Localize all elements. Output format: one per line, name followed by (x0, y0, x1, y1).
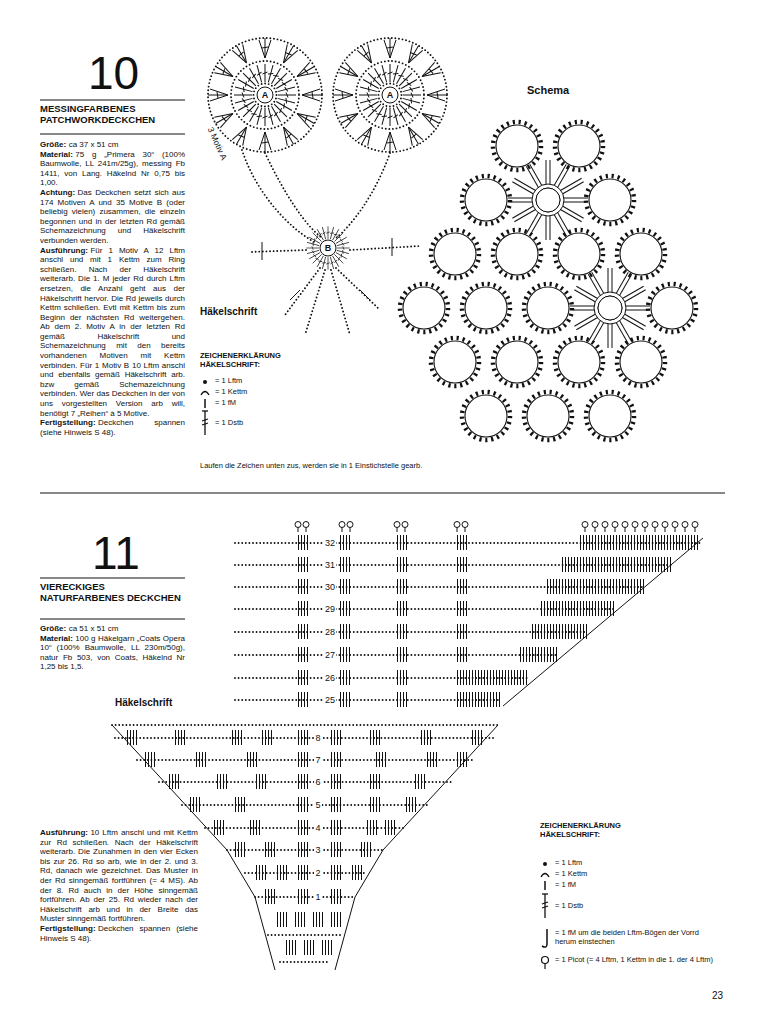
legend-symbol (540, 955, 551, 971)
legend-entry: = 1 Picot (= 4 Lftm, 1 Kettm in die 1. d… (540, 955, 721, 971)
legend-entry: = 1 fM (540, 880, 721, 891)
body-text: 10 Lftm anschl und mit Kettm zur Rd schl… (40, 828, 198, 923)
legend-text: = 1 Dstb (555, 901, 720, 910)
paragraph: Material:100 g Häkelgarn „Coats Opera 10… (40, 634, 185, 672)
paragraph: Ausführung:Für 1 Motiv A 12 Lftm anschl … (40, 246, 185, 419)
motif-note: 3 Motiv A (205, 126, 228, 162)
legend-text: = 1 Lftm (555, 858, 720, 867)
motif-letter: A (386, 90, 395, 100)
legend-symbol (540, 869, 551, 879)
run-in-heading: Fertigstellung: (40, 924, 96, 933)
paragraph: Fertigstellung:Deckchen spannen (siehe H… (40, 924, 198, 943)
text-column: Ausführung:10 Lftm anschl und mit Kettm … (40, 828, 198, 943)
pattern-number: 10 (88, 47, 139, 100)
motif-letter: A (261, 90, 270, 100)
run-in-heading: Material: (40, 634, 73, 643)
chart-heading: Häkelschrift (115, 697, 172, 709)
row-number: 29 (324, 604, 336, 614)
legend-text: = 1 fM um die beiden Lftm-Bögen der Vorr… (555, 928, 720, 946)
legend-text: = 1 fM (555, 880, 720, 889)
row-number: 4 (314, 823, 321, 833)
page-number: 23 (712, 990, 723, 1002)
body-text: Für 1 Motiv A 12 Lftm anschl und mit 1 K… (40, 246, 185, 418)
row-number: 7 (314, 755, 321, 765)
paragraph: Fertigstellung:Deckchen spannen (siehe H… (40, 418, 185, 437)
row-number: 6 (314, 777, 321, 787)
motif-letter: B (324, 243, 333, 253)
legend-symbol (540, 880, 551, 891)
legend-symbol (540, 858, 551, 868)
paragraph: Achtung:Das Deckchen setzt sich aus 174 … (40, 188, 185, 246)
legend-entry: = 1 Kettm (540, 869, 721, 879)
run-in-heading: Größe: (40, 624, 66, 633)
legend-text: = 1 Picot (= 4 Lftm, 1 Kettm in die 1. d… (555, 955, 720, 964)
legend-entry: = 1 Kettm (200, 387, 336, 397)
layout-schema (400, 122, 696, 440)
body-text: ca 51 x 51 cm (69, 624, 119, 633)
chart-heading: Häkelschrift (200, 306, 257, 318)
legend-symbol (540, 928, 551, 950)
row-number: 26 (324, 673, 336, 683)
legend-symbol (200, 387, 211, 397)
row-number: 5 (314, 800, 321, 810)
legend-heading: ZEICHENERKLÄRUNG HÄKELSCHRIFT: (200, 352, 315, 369)
paragraph: Material:75 g „Primera 30“ (100% Baumwol… (40, 150, 185, 188)
legend-symbol (200, 376, 211, 386)
legend-text: = 1 Kettm (555, 869, 720, 878)
chart-heading: Schema (527, 84, 569, 97)
motif-chart (208, 38, 447, 335)
legend-symbol (200, 398, 211, 409)
title-rules (40, 100, 725, 619)
row-number: 1 (314, 892, 321, 902)
pattern-title: MESSINGFARBENES PATCHWORKDECKCHEN (40, 104, 185, 126)
row-number: 27 (324, 650, 336, 660)
run-in-heading: Größe: (40, 140, 66, 149)
legend-entry: = 1 fM um die beiden Lftm-Bögen der Vorr… (540, 928, 721, 950)
legend-note: Laufen die Zeichen unten zus, werden sie… (200, 462, 500, 471)
run-in-heading: Fertigstellung: (40, 418, 96, 427)
paragraph: Ausführung:10 Lftm anschl und mit Kettm … (40, 828, 198, 924)
row-number: 3 (314, 845, 321, 855)
row-number: 2 (314, 868, 321, 878)
run-in-heading: Ausführung: (40, 828, 88, 837)
paragraph: Größe:ca 51 x 51 cm (40, 624, 185, 634)
legend-text: = 1 Lftm (215, 376, 335, 385)
row-number: 31 (324, 560, 336, 570)
row-number: 28 (324, 627, 336, 637)
legend-entry: = 1 Lftm (200, 376, 336, 386)
corner-chart (235, 522, 703, 708)
legend-text: = 1 Dstb (215, 418, 335, 427)
run-in-heading: Achtung: (40, 188, 75, 197)
legend-entry: = 1 fM (200, 398, 336, 409)
run-in-heading: Ausführung: (40, 246, 88, 255)
legend-text: = 1 Kettm (215, 387, 335, 396)
row-number: 32 (324, 538, 336, 548)
pattern-number: 11 (92, 527, 140, 580)
legend-entry: = 1 Dstb (200, 410, 336, 436)
text-column: Größe:ca 37 x 51 cmMaterial:75 g „Primer… (40, 140, 185, 437)
body-text: ca 37 x 51 cm (69, 140, 119, 149)
legend-entry: = 1 Lftm (540, 858, 721, 868)
legend-entry: = 1 Dstb (540, 893, 721, 919)
row-number: 8 (314, 733, 321, 743)
row-number: 30 (324, 582, 336, 592)
pattern-title: VIERECKIGES NATURFARBENES DECKCHEN (40, 582, 185, 604)
legend-symbol (540, 893, 551, 919)
legend-text: = 1 fM (215, 398, 335, 407)
text-column: Größe:ca 51 x 51 cmMaterial:100 g Häkelg… (40, 624, 185, 672)
legend-symbol (200, 410, 211, 436)
legend-heading: ZEICHENERKLÄRUNG HÄKELSCHRIFT: (540, 822, 655, 839)
row-number: 25 (324, 695, 336, 705)
run-in-heading: Material: (40, 150, 73, 159)
paragraph: Größe:ca 37 x 51 cm (40, 140, 185, 150)
